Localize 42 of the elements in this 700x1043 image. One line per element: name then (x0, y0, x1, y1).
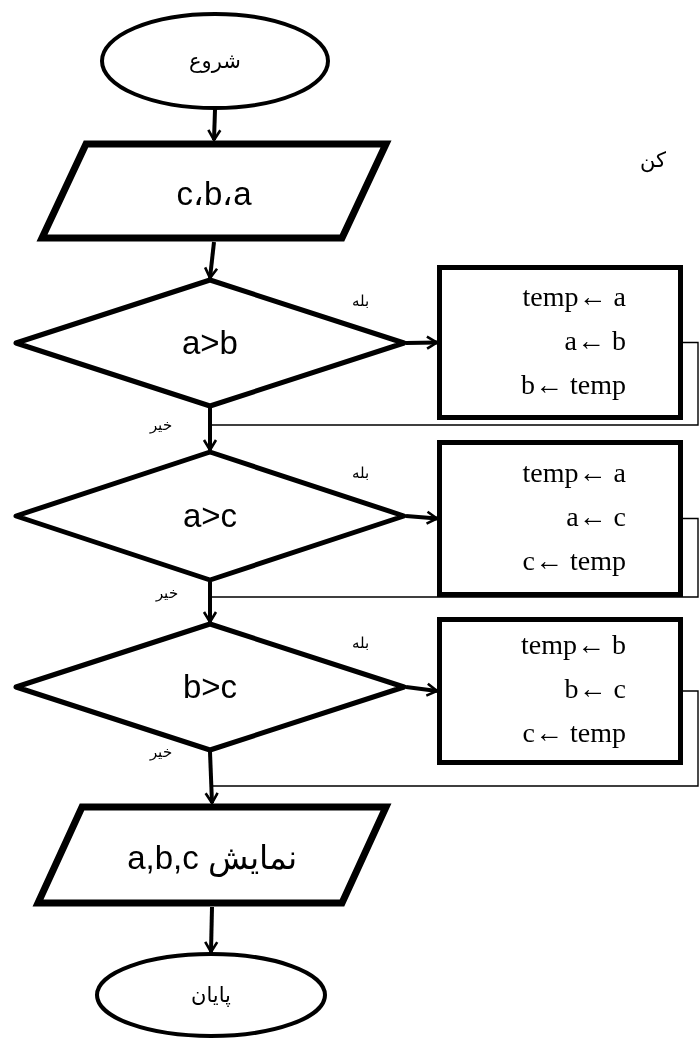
assignment-text: c← temp (522, 716, 626, 750)
node-label: c،b،a (175, 173, 253, 213)
input-output-parallelogram (34, 803, 390, 907)
assignment-text: b← c (564, 672, 626, 706)
process-box (437, 440, 683, 597)
arrow (203, 241, 219, 280)
arrow (405, 682, 439, 697)
arrow (202, 408, 218, 452)
process-box (437, 265, 683, 420)
arrow (207, 109, 222, 142)
edge-label: بله (352, 292, 369, 310)
assignment-text: b← temp (521, 367, 626, 402)
node-label: a>c (181, 497, 239, 535)
arrow (204, 751, 219, 805)
edge-label: خیر (156, 584, 178, 602)
node-label: نمایش a,b,c (126, 837, 298, 877)
input-output-parallelogram (38, 140, 390, 242)
node-label: a>b (181, 324, 239, 362)
arrow (202, 582, 218, 624)
node-label: پایان (190, 983, 232, 1007)
assignment-text: temp← b (521, 628, 626, 662)
edge-label: خیر (150, 416, 172, 434)
assignment-text: c← temp (522, 543, 626, 578)
decision-diamond (14, 278, 406, 408)
arrow (206, 690, 699, 804)
arrow (405, 510, 439, 525)
edge-label: بله (352, 634, 369, 652)
node-label: b>c (181, 668, 239, 706)
edge-label: خیر (150, 743, 172, 761)
terminal-ellipse (100, 12, 330, 110)
arrow (405, 335, 439, 350)
process-box (437, 617, 683, 765)
node-label: شروع (188, 49, 242, 73)
arrow (203, 906, 219, 954)
edge-label: بله (352, 464, 369, 482)
decision-diamond (14, 450, 406, 582)
note-text: کن (640, 148, 666, 172)
assignment-text: a← c (566, 499, 626, 534)
terminal-ellipse (95, 952, 327, 1038)
assignment-text: temp← a (522, 279, 626, 314)
assignment-text: a← b (564, 323, 626, 358)
assignment-text: temp← a (522, 455, 626, 490)
